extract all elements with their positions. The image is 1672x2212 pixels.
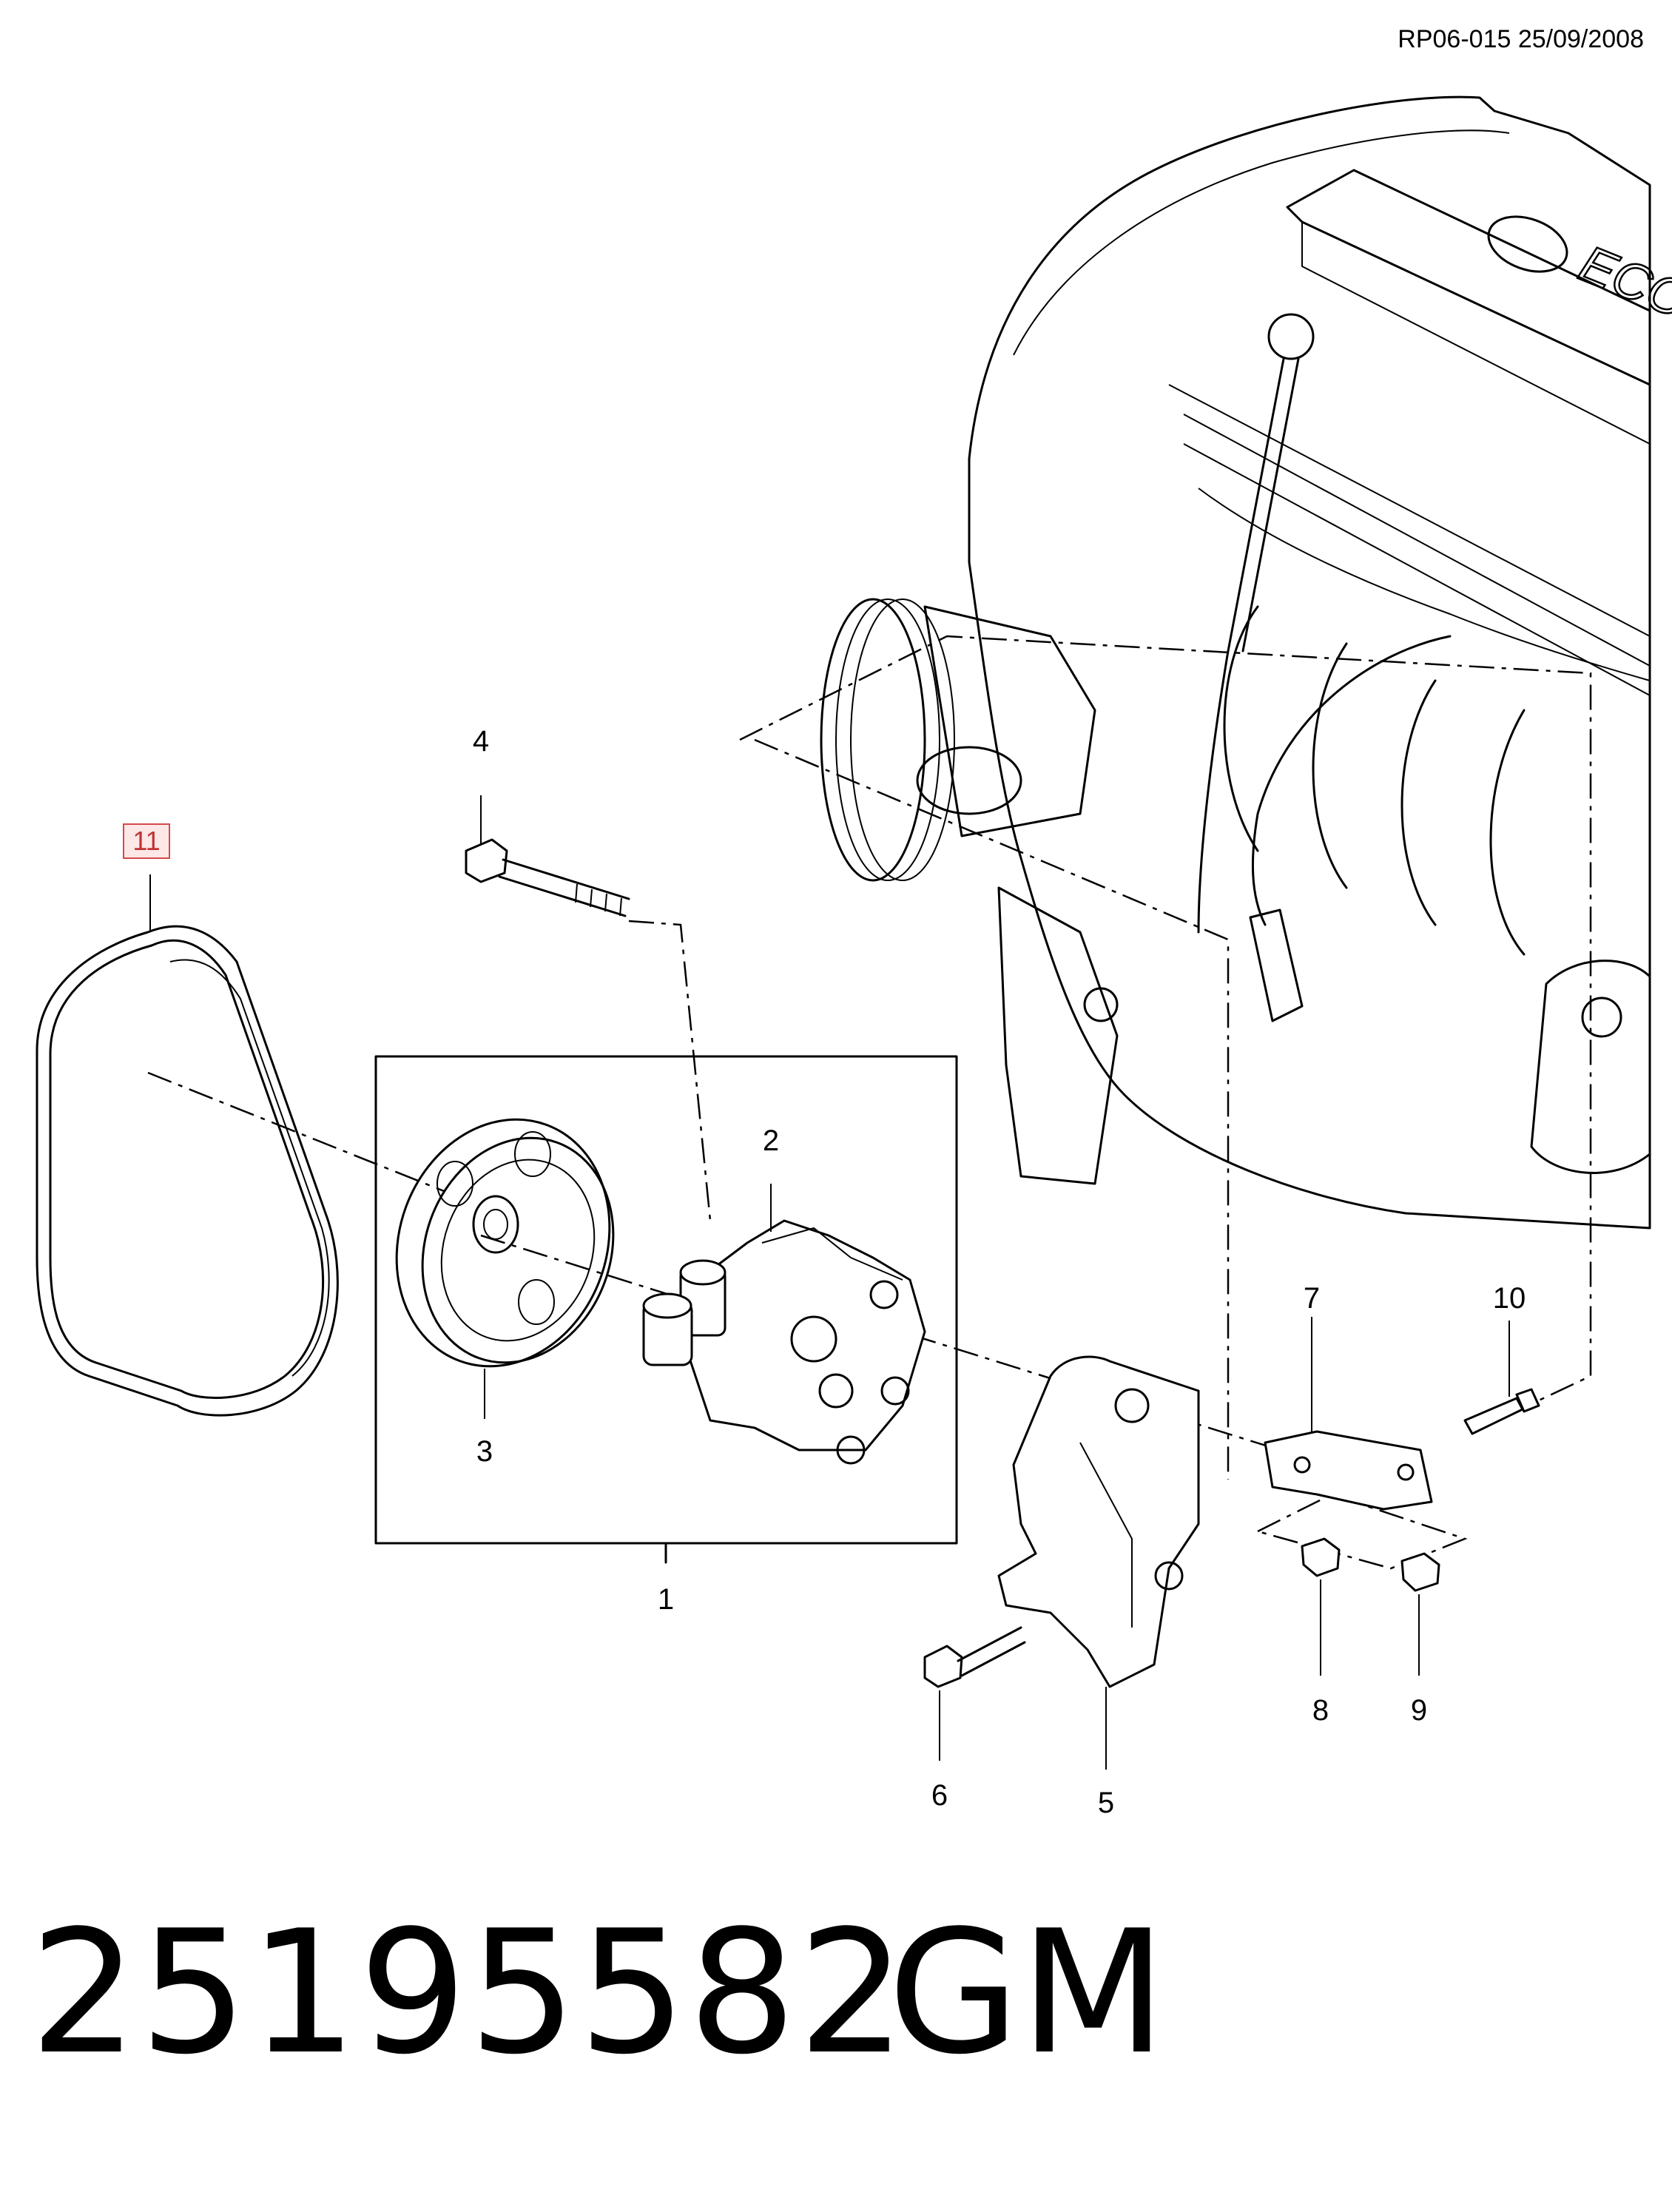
part-number: 25195582: [30, 1895, 908, 2092]
bracket-bolt: [923, 1626, 1026, 1688]
long-bolt: [465, 838, 630, 917]
hex-nut: [1400, 1552, 1440, 1592]
callout-3: 3: [476, 1435, 493, 1468]
engine-block: ECO: [820, 95, 1672, 1230]
callout-7: 7: [1303, 1282, 1321, 1315]
power-steering-pump: [642, 1219, 926, 1465]
callout-9: 9: [1410, 1694, 1428, 1727]
callout-10: 10: [1492, 1282, 1526, 1315]
mounting-bracket: [997, 1355, 1200, 1688]
pump-pulley: [395, 1118, 615, 1368]
callout-8: 8: [1312, 1694, 1329, 1727]
support-plate: [1264, 1430, 1433, 1511]
callout-4: 4: [472, 725, 490, 758]
callout-5: 5: [1097, 1787, 1115, 1819]
flange-bolt: [1301, 1537, 1341, 1577]
callout-6: 6: [931, 1779, 948, 1812]
callout-11[interactable]: 11: [123, 823, 170, 859]
drive-belt: [36, 925, 339, 1417]
callout-2: 2: [762, 1124, 780, 1157]
manufacturer: GM: [888, 1895, 1167, 2092]
reference-code: RP06-015 25/09/2008: [1398, 25, 1644, 53]
svg-text:ECO: ECO: [1571, 235, 1672, 330]
callout-1: 1: [657, 1583, 675, 1616]
leader-lines: [149, 795, 1510, 1770]
stud: [1463, 1388, 1540, 1435]
